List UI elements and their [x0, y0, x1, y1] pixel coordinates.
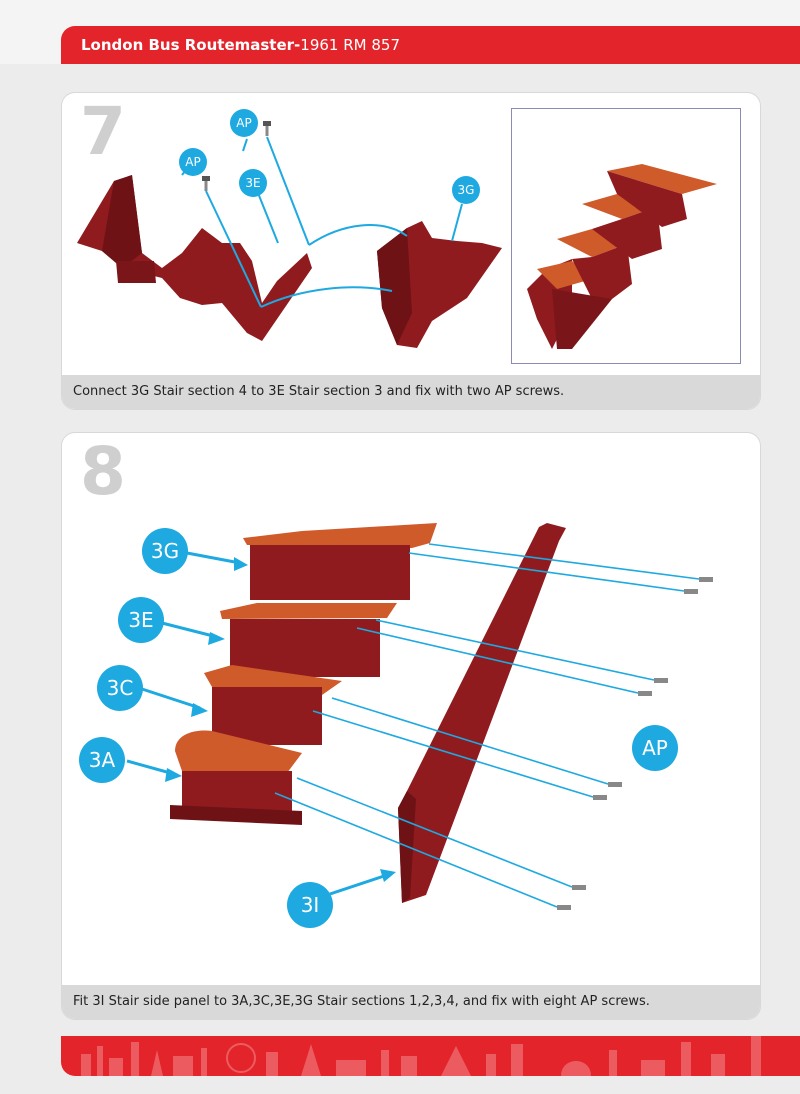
- callout-3g-label: 3G: [151, 539, 179, 563]
- london-skyline-graphic: [61, 1036, 800, 1076]
- callout-3g: 3G: [142, 528, 188, 574]
- stair-section-3g: [377, 221, 502, 348]
- callout-ap-top: AP: [230, 109, 258, 137]
- step-8-caption: Fit 3I Stair side panel to 3A,3C,3E,3G S…: [62, 985, 760, 1019]
- callout-3g-label: 3G: [458, 183, 475, 197]
- stair-side-panel-3i: [398, 523, 566, 903]
- stair-assembly-left: [77, 175, 312, 341]
- ap-screw-left: [202, 176, 210, 191]
- callout-3e-label: 3E: [128, 608, 153, 632]
- callout-ap-left: AP: [179, 148, 207, 176]
- callout-ap-label: AP: [642, 736, 668, 760]
- callout-3e: 3E: [239, 169, 267, 197]
- callout-ap-left-label: AP: [185, 155, 200, 169]
- header-bar: London Bus Routemaster-1961 RM 857: [61, 26, 800, 64]
- step-8-panel: 8: [61, 432, 761, 1020]
- step-8-illustration: 3G 3E 3C 3A AP 3I: [62, 433, 761, 1020]
- stair-section-3e: [220, 603, 397, 677]
- header-title-rest: 1961 RM 857: [300, 36, 400, 54]
- assembled-stairs-illustration: [512, 109, 740, 363]
- step-7-inset-view: [511, 108, 741, 364]
- callout-3a: 3A: [79, 737, 125, 783]
- callout-ap-top-label: AP: [236, 116, 251, 130]
- callout-3g: 3G: [452, 176, 480, 204]
- step-7-panel: 7: [61, 92, 761, 410]
- header-title-bold: London Bus Routemaster-: [81, 36, 300, 54]
- callout-3e: 3E: [118, 597, 164, 643]
- footer-skyline-bar: [61, 1036, 800, 1076]
- callout-3e-label: 3E: [245, 176, 260, 190]
- callout-3i-label: 3I: [301, 893, 320, 917]
- callout-3c-label: 3C: [107, 676, 134, 700]
- callout-ap: AP: [632, 725, 678, 771]
- callout-3i: 3I: [287, 882, 333, 928]
- callout-3a-label: 3A: [89, 748, 116, 772]
- stair-section-3g: [243, 523, 437, 600]
- step-7-caption: Connect 3G Stair section 4 to 3E Stair s…: [62, 375, 760, 409]
- callout-3c: 3C: [97, 665, 143, 711]
- ap-screw-top: [263, 121, 271, 136]
